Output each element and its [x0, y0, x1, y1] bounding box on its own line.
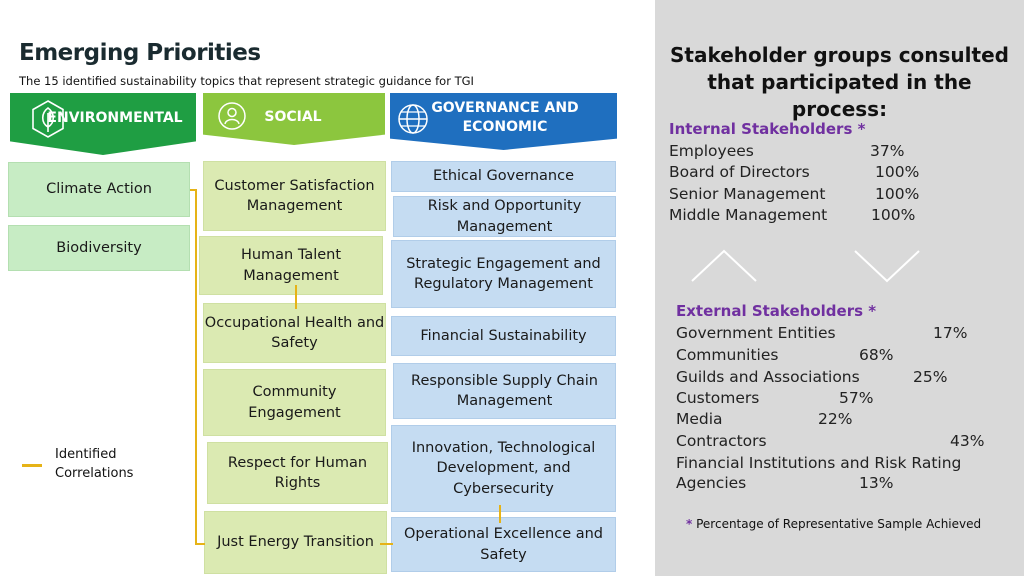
topic-just-energy: Just Energy Transition — [204, 511, 387, 574]
footnote-marker: * — [686, 517, 693, 531]
external-row-value: 13% — [859, 474, 894, 492]
topic-customer-satisfaction: Customer Satisfaction Management — [203, 161, 386, 231]
topic-innovation: Innovation, Technological Development, a… — [391, 425, 616, 512]
governance-header: GOVERNANCE AND ECONOMIC — [390, 93, 617, 150]
topic-human-talent: Human Talent Management — [199, 236, 383, 295]
stakeholder-panel — [655, 0, 1024, 576]
topic-financial-sustainability: Financial Sustainability — [391, 316, 616, 356]
external-row-name: Customers — [676, 389, 760, 407]
legend-label: Identified Correlations — [55, 447, 134, 481]
external-row-name: Financial Institutions and Risk Rating — [676, 454, 962, 472]
topic-strategic-engagement: Strategic Engagement and Regulatory Mana… — [391, 240, 616, 308]
internal-row-name: Middle Management — [669, 206, 828, 224]
chevron-up-icon — [691, 249, 757, 282]
external-row-value: 22% — [818, 410, 853, 428]
social-header: SOCIAL — [203, 93, 385, 145]
correlation-line — [380, 543, 393, 545]
external-row-value: 68% — [859, 346, 894, 364]
topic-ethical-governance: Ethical Governance — [391, 161, 616, 192]
external-row-name: Agencies — [676, 474, 747, 492]
correlation-line — [295, 285, 297, 309]
external-row-name: Guilds and Associations — [676, 368, 860, 386]
topic-biodiversity: Biodiversity — [8, 225, 190, 271]
page-subtitle: The 15 identified sustainability topics … — [19, 74, 474, 88]
topic-operational-excellence: Operational Excellence and Safety — [391, 517, 616, 572]
topic-supply-chain: Responsible Supply Chain Management — [393, 363, 616, 419]
topic-community-engagement: Community Engagement — [203, 369, 386, 436]
topic-human-rights: Respect for Human Rights — [207, 442, 388, 504]
globe-icon — [396, 102, 430, 136]
external-row-value: 25% — [913, 368, 948, 386]
leaf-icon — [28, 99, 68, 139]
person-icon — [217, 101, 247, 131]
correlation-line — [499, 505, 501, 523]
internal-row-name: Board of Directors — [669, 163, 810, 181]
internal-row-value: 100% — [871, 206, 916, 224]
correlation-line — [195, 543, 205, 545]
footnote: * Percentage of Representative Sample Ac… — [686, 517, 981, 531]
stakeholder-title: Stakeholder groups consulted that partic… — [670, 43, 1009, 121]
topic-occupational-health: Occupational Health and Safety — [203, 303, 386, 363]
external-title: External Stakeholders * — [676, 302, 877, 320]
correlation-line — [195, 189, 197, 544]
external-row-name: Communities — [676, 346, 779, 364]
external-row-name: Government Entities — [676, 324, 836, 342]
governance-label: GOVERNANCE AND ECONOMIC — [431, 100, 579, 135]
external-row-value: 43% — [950, 432, 985, 450]
external-row-name: Media — [676, 410, 723, 428]
chevron-down-icon — [854, 250, 920, 283]
internal-title: Internal Stakeholders * — [669, 120, 866, 138]
environmental-label: ENVIRONMENTAL — [47, 110, 183, 126]
external-row-value: 17% — [933, 324, 968, 342]
external-row-name: Contractors — [676, 432, 767, 450]
internal-row-value: 37% — [870, 142, 905, 160]
internal-row-name: Employees — [669, 142, 754, 160]
internal-row-value: 100% — [875, 185, 920, 203]
footnote-text: Percentage of Representative Sample Achi… — [696, 517, 982, 531]
social-label: SOCIAL — [264, 109, 322, 125]
environmental-header: ENVIRONMENTAL — [10, 93, 196, 155]
legend-swatch — [22, 464, 42, 467]
external-row-value: 57% — [839, 389, 874, 407]
topic-risk-opportunity: Risk and Opportunity Management — [393, 196, 616, 237]
internal-row-name: Senior Management — [669, 185, 826, 203]
correlation-line — [190, 189, 196, 191]
internal-row-value: 100% — [875, 163, 920, 181]
topic-climate-action: Climate Action — [8, 162, 190, 217]
page-title: Emerging Priorities — [19, 40, 261, 66]
